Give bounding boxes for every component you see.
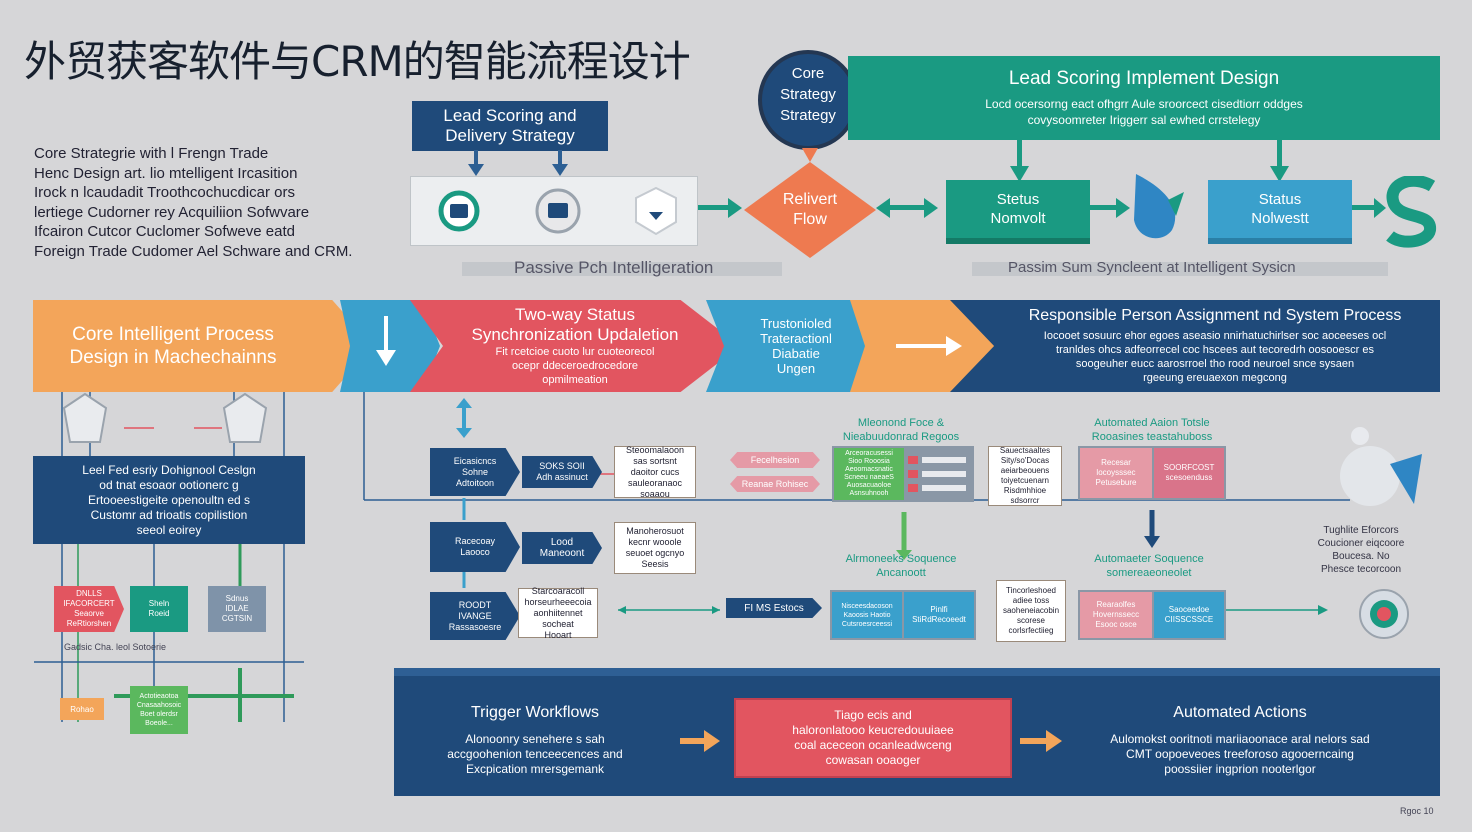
arrow-to-relivert [698,198,742,218]
fi-status-chevron[interactable]: FI MS Estocs [726,598,822,618]
twoway-chevron[interactable]: Two-way Status Synchronization Updaletio… [410,300,740,392]
bottom-arrow-right [1020,730,1062,752]
row3-chevron-a[interactable]: ROODT IVANGE Rassasoesre [430,592,520,640]
implement-design-banner: Lead Scoring Implement Design Locd ocers… [848,56,1440,140]
green-list[interactable]: Arceoracusessi Sioo Rooosia Aeoomacsnati… [834,448,904,500]
blue-left-b[interactable]: Pinlfi StiRdRecoeedt [904,592,974,638]
shield-icon[interactable] [533,186,583,236]
twoway-desc: Fit rcetcioe cuoto lur cuoteorecol ocepr… [495,346,655,386]
sdnus-box[interactable]: Sdnus IDLAE CGTSIN [208,586,266,632]
row3-note: Starcoaracoll horseurheeecoia aonhiitenn… [518,586,598,640]
relivert-diamond[interactable] [742,160,878,260]
doc-icon-right [222,392,268,443]
trigger-title: Trigger Workflows [470,704,600,721]
seq-left-title: Alrmoneeks Soquence Ancanoott [845,553,957,579]
regoos-title: Mleonond Foce & Nieabuudonrad Regoos [842,417,960,443]
arrow-relivert-status [876,198,938,218]
core-process-label: Core Intelligent Process Design in Mache… [69,324,277,368]
implement-down-arrows [1010,140,1289,182]
action-title: Automated Aaion Totsle Rooasines teastah… [1091,417,1213,443]
pink-tag-1[interactable]: Fecelhesion [730,452,820,468]
status-nolwestt-box[interactable]: Status Nolwestt [1208,180,1352,244]
cycle-icon[interactable] [436,188,482,234]
row2-chevron-b[interactable]: Lood Maneoont [522,532,602,564]
arrow-status-mid [1090,198,1130,218]
dnlls-box[interactable]: DNLLS IFACORCERT Seaorve ReRtiorshen [54,586,124,632]
right-arrow-icon [896,336,962,356]
status-nomvolt-box[interactable]: Stetus Nomvolt [946,180,1090,244]
intro-text: Core Strategrie with l Frengn Trade Henc… [34,145,353,260]
left-caption: Gadsic Cha. leol Sotoerie [64,642,167,652]
doc-icon-left [62,392,108,443]
lead-scoring-box[interactable]: Lead Scoring and Delivery Strategy [412,101,608,151]
low-note: Tincorleshoed adiee toss saoheneiacobin … [996,580,1066,642]
automated-desc: Aulomokst ooritnoti mariiaoonace aral ne… [1110,732,1370,776]
right-note: Tughlite Eforcors Coucioner eiqcoore Bou… [1317,525,1405,575]
green-detail-box[interactable]: Actotieaotoa Cnasaahosoic Boet olerdsr B… [130,686,188,734]
passive-left-bar [462,262,782,276]
responsible-banner: Responsible Person Assignment nd System … [950,300,1440,392]
relivert-flow-label: Relivert Flow [782,191,838,228]
s-logo-icon[interactable] [1382,176,1442,250]
twoway-title: Two-way Status Synchronization Updaletio… [471,305,679,344]
implement-desc: Locd ocersorng eact ofhgrr Aule sroorcec… [985,97,1303,127]
passive-left-label: Passive Pch Intelligeration [514,258,714,277]
page-title: 外贸获客软件与CRM的智能流程设计 [24,37,691,86]
passive-right-bar [972,262,1388,276]
down-arrows-top [468,150,568,176]
down-arrow-icon [376,316,396,366]
bottom-arrow-left [680,730,720,752]
trustonioled-label: Trustonioled Trateractionl Diabatie Unge… [760,316,832,376]
passive-right-label: Passim Sum Syncleent at Intelligent Sysi… [1008,259,1296,276]
badge-icon[interactable] [632,186,680,236]
arrow-status-right [1352,198,1386,218]
row1-note: Steoomalaoon sas sortsnt daoitor cucs sa… [614,445,696,499]
action-pink-b[interactable]: SOORFCOST scesoenduss [1154,448,1224,498]
rohao-box[interactable]: Rohao [60,698,104,720]
pink-tag-2[interactable]: Reanae Rohisec [730,476,820,492]
list-lines-icon [908,456,966,492]
trigger-desc: Alonoonry senehere s sah accgoohenion te… [447,732,623,776]
bottom-middle-box[interactable]: Tiago ecis and haloronlatooo keucredouui… [734,698,1012,778]
seq-right-title: Automaeter Soquence somereaeoneolet [1094,553,1204,579]
core-strategy-pointer [802,148,818,162]
row2-note: Manoherosuot kecnr wooole seuoet ogcnyo … [614,522,696,574]
page-label: Rgoc 10 [1400,806,1434,816]
mid-note: Sauectsaaltes Sity/so'Docas aeiarbeouens… [988,446,1062,506]
row1-chevron-b[interactable]: SOKS SOII Adh assinuct [522,456,602,488]
responsible-desc: Iocooet sosuurc ehor egoes aseasio nnirh… [1043,330,1387,384]
sky-low[interactable]: Saoceedoe CIISSCSSCE [1154,592,1224,638]
automated-title: Automated Actions [1173,704,1307,721]
responsible-title: Responsible Person Assignment nd System … [1028,307,1402,324]
action-pink-a[interactable]: Recesar locoysssec Petusebure [1080,448,1152,498]
sheln-box[interactable]: Sheln Roeid [130,586,188,632]
implement-title: Lead Scoring Implement Design [1008,68,1280,89]
droplet-icon[interactable] [1128,170,1184,244]
core-process-chevron[interactable]: Core Intelligent Process Design in Mache… [33,300,373,392]
blue-left-a[interactable]: Nisceesdacoson Kaoosis Haotio Cutsroesrc… [832,592,902,638]
pink-low[interactable]: Rearaolfes Hovernssecc Esooc osce [1080,592,1152,638]
row1-chevron-a[interactable]: Eicasicncs Sohne Adtoitoon [430,448,520,496]
target-icon[interactable] [1354,586,1414,642]
core-strategy-label: Core Strategy Strategy [780,64,836,124]
right-cluster-icon [1340,427,1422,506]
row2-chevron-a[interactable]: Racecoay Laooco [430,522,520,572]
lead-feed-box[interactable]: Leel Fed esriy Dohignool Ceslgn od tnat … [33,456,305,544]
